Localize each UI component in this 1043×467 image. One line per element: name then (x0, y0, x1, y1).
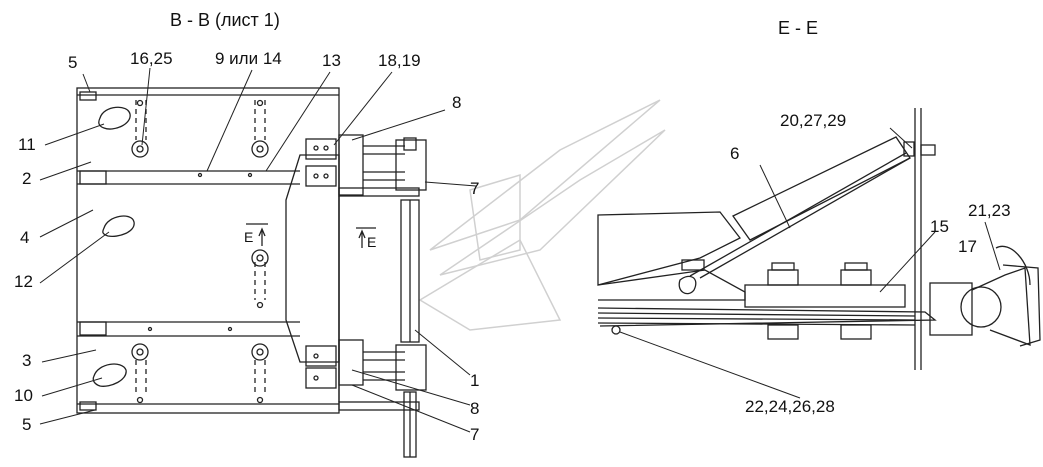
callout-7-top: 7 (470, 179, 480, 198)
callout-11: 11 (18, 135, 36, 154)
callout-13: 13 (322, 51, 341, 70)
right-leaders (619, 127, 1001, 399)
callout-8-top: 8 (452, 93, 462, 112)
callout-3: 3 (22, 351, 32, 370)
callout-4: 4 (20, 228, 30, 247)
callout-8-bottom: 8 (470, 399, 480, 418)
callout-7-bottom: 7 (470, 425, 480, 444)
callout-10: 10 (14, 386, 33, 405)
left-view-title: B - B (лист 1) (170, 10, 280, 30)
right-view-title: E - E (778, 18, 819, 38)
callout-21-23: 21,23 (968, 201, 1011, 220)
right-view-section (597, 108, 1041, 370)
callout-12: 12 (14, 272, 33, 291)
callout-5-bottom: 5 (22, 415, 32, 434)
left-view-frame (76, 87, 376, 414)
left-leaders (39, 67, 477, 433)
section-mark-left: E (244, 229, 254, 245)
callout-5-top: 5 (68, 53, 78, 72)
callout-22-24-26-28: 22,24,26,28 (745, 397, 835, 416)
callout-6: 6 (730, 144, 740, 163)
callout-1: 1 (470, 371, 480, 390)
callout-15: 15 (930, 217, 949, 236)
callout-20-27-29: 20,27,29 (780, 111, 847, 130)
left-view-hinge (305, 134, 427, 458)
callout-18-19: 18,19 (378, 51, 421, 70)
callout-16-25: 16,25 (130, 49, 173, 68)
callout-17: 17 (958, 237, 977, 256)
watermark-logo (418, 99, 666, 331)
callout-2: 2 (22, 169, 32, 188)
section-mark-right: E (367, 234, 377, 250)
callout-9-14: 9 или 14 (215, 49, 282, 68)
